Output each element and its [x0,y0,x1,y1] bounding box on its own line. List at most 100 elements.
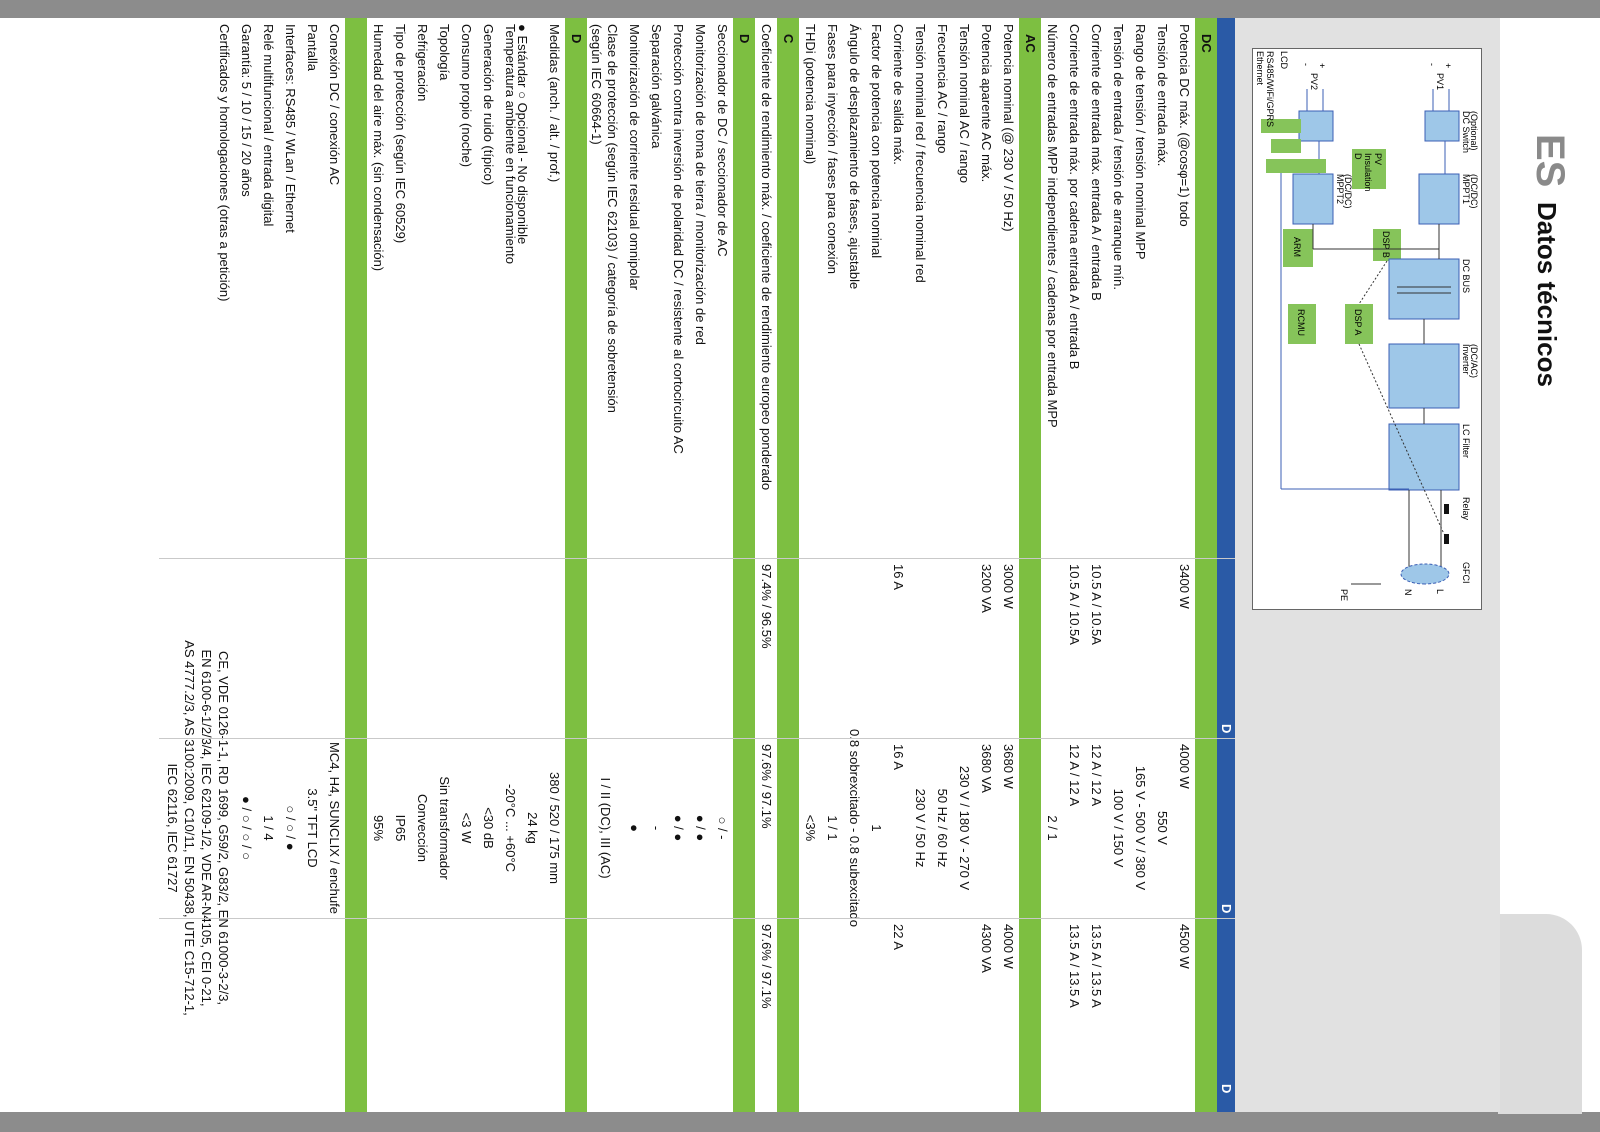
row-value-shared: 100 V / 150 V [1111,788,1126,868]
pv-insulation-label: PV [1373,153,1383,165]
row-label: Humedad del aire máx. (sin condensación) [371,24,386,272]
gfci-label: GFCI [1461,562,1471,584]
row-label: Fases para inyección / fases para conexi… [825,24,840,275]
mppt1-label: MPPT1 [1461,174,1471,204]
pv2-label: PV2 [1309,73,1319,90]
row-value-shared: - [649,825,664,831]
row-value: 3000 W [1001,564,1016,609]
section-label: D [569,34,584,44]
row-label: Potencia aparente AC máx. [979,24,994,183]
table-row: Potencia nominal (@ 230 V / 50 Hz)3000 W… [997,18,1019,1112]
row-label: Corriente de entrada máx. por cadena ent… [1067,24,1082,370]
row-label: Consumo propio (noche) [459,24,474,168]
row-label: Tensión de entrada / tensión de arranque… [1111,24,1126,290]
row-value: 12 A / 12 A [1089,744,1104,807]
row-value-shared: Sin transformador [437,776,452,880]
section-label: C [781,34,796,44]
pv1-plus: + [1443,63,1453,68]
block-diagram: + - PV1 + - PV2 DC Switch (Optional) PV … [1252,48,1482,610]
ethernet-label: Ethernet [1255,51,1265,86]
row-label: Monitorización de corriente residual omn… [627,24,642,290]
row-value-shared: -20°C ... +60°C [503,783,518,873]
table-row: Humedad del aire máx. (sin condensación)… [367,18,389,1112]
column-header: D [1219,724,1234,734]
row-label: Generación de ruido (típico) [481,24,496,186]
section-label: AC [1023,34,1038,53]
pv-insulation-box [1352,149,1386,189]
row-value-shared: <3 W [459,812,474,844]
rs485-box [1266,159,1326,173]
relay-label: Relay [1461,497,1471,521]
table-row: Número de entradas MPP independientes / … [1041,18,1063,1112]
column-header: D [1219,904,1234,914]
row-label: Separación galvánica [649,24,664,149]
certification-line: IEC 62116, IEC 61727 [165,763,180,893]
gfci-ring [1400,563,1450,585]
row-value-shared: 230 V / 180 V - 270 V [957,765,972,891]
mppt2-box [1292,173,1334,225]
table-row: Corriente de entrada máx. por cadena ent… [1063,18,1085,1112]
row-label: Potencia DC máx. (@cosφ=1) todo [1177,24,1192,227]
arm-label: ARM [1292,237,1302,257]
pv-insulation-label-3: D [1353,153,1363,160]
row-label: Coeficiente de rendimiento máx. / coefic… [759,24,774,491]
row-value-shared: 550 V [1155,811,1170,845]
row-label: Tensión nominal AC / rango [957,24,972,183]
row-value-shared: 50 Hz / 60 Hz [935,788,950,868]
table-row: THDi (potencia nominal) <3% [799,18,821,1112]
mppt1-sub: (DC/DC) [1469,174,1479,209]
table-row: Tensión de entrada / tensión de arranque… [1107,18,1129,1112]
dc-bus-box [1388,258,1460,320]
pv2-minus: - [1301,63,1311,66]
legend: ● Estándar ○ Opcional - No disponible [515,24,530,245]
row-value-shared: <3% [803,814,818,842]
rcmu-box [1288,304,1316,344]
ethernet-box [1261,119,1301,133]
row-value: 3680 VA [979,744,994,793]
column-divider [159,558,1235,559]
language-code: ES [1528,134,1572,188]
row-value: 10.5 A / 10.5A [1067,564,1082,645]
pv2-plus: + [1317,63,1327,68]
row-label-continued: (según IEC 60664-1) [589,24,604,145]
row-value-shared: ● / ● [671,814,686,842]
row-value-shared: 0.8 sobrexcitado - 0.8 subexcitado [847,728,862,927]
section-header [345,18,367,1112]
table-row: Garantía: 5 / 10 / 15 / 20 años● / ○ / ○… [235,18,257,1112]
table-row: Coeficiente de rendimiento máx. / coefic… [755,18,777,1112]
mppt1-box [1418,173,1460,225]
line-n: N [1403,589,1413,596]
row-value: 4500 W [1177,924,1192,969]
row-value: 4300 VA [979,924,994,973]
row-label: Certificados y homologaciones (otras a p… [217,24,232,302]
row-value-shared: ○ / - [715,816,730,840]
left-gutter [0,0,1600,18]
row-value-shared: Convección [415,794,430,862]
row-label: THDi (potencia nominal) [803,24,818,165]
row-label: Protección contra inversión de polaridad… [671,24,686,454]
section-header: DC [1195,18,1217,1112]
table-row: Interfaces: RS485 / WLan / Ethernet○ / ○… [279,18,301,1112]
page-title: Datos técnicos [1532,202,1562,387]
row-label: Monitorización de toma de tierra / monit… [693,24,708,345]
diagram-panel: + - PV1 + - PV2 DC Switch (Optional) PV … [1235,18,1500,1112]
table-row: Generación de ruido (típico)<30 dB [477,18,499,1112]
line-l: L [1435,589,1445,594]
row-label: Corriente de salida máx. [891,24,906,165]
lcd-label: LCD [1279,51,1289,70]
row-value-shared: I / II (DC), III (AC) [598,777,613,879]
row-value: 13.5 A / 13.5 A [1067,924,1082,1008]
pv1-minus: - [1427,63,1437,66]
row-label: Topología [437,24,452,81]
pe-label: PE [1339,589,1349,601]
table-row: Consumo propio (noche) <3 W [455,18,477,1112]
row-value: 97.6% / 97.1% [759,744,774,829]
mppt2-label: MPPT2 [1335,174,1345,204]
row-value-shared: 1 / 1 [825,815,840,841]
row-value-shared: 24 kg [525,812,540,844]
table-row: Clase de protección (según IEC 62103) / … [587,18,623,1112]
